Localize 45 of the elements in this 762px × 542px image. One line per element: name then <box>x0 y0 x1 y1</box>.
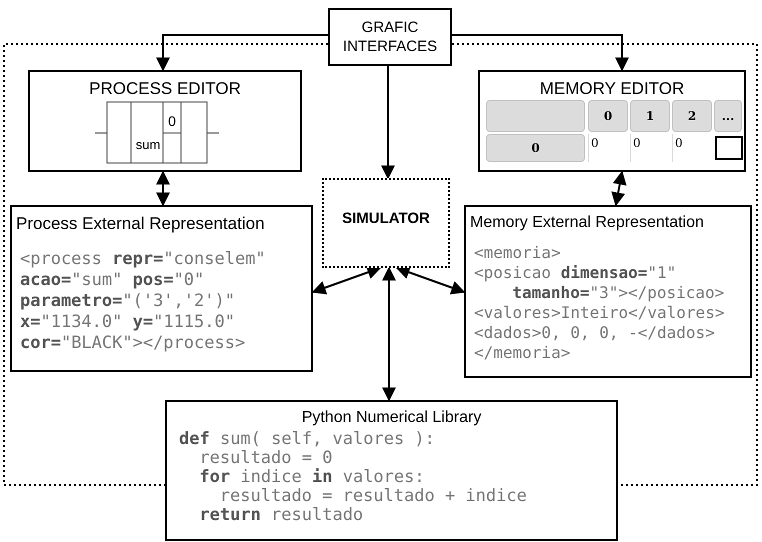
box-title: PROCESS EDITOR <box>88 78 242 100</box>
box-title: Process External Representation <box>15 213 266 235</box>
interface-box <box>328 8 452 66</box>
arrow <box>156 170 170 206</box>
code-line: return resultado <box>199 506 364 525</box>
box-title: Python Numerical Library <box>300 408 482 428</box>
process-value: 0 <box>167 114 177 131</box>
code-line: <memoria> <box>474 243 561 263</box>
arrow <box>312 266 382 294</box>
arrow <box>452 34 629 72</box>
box-title: MEMORY EDITOR <box>538 78 686 100</box>
column-header: 1 <box>630 100 670 132</box>
arrow <box>156 34 328 72</box>
representation-box <box>10 205 313 372</box>
column-header: ... <box>714 100 742 132</box>
code-line: x="1134.0" y="1115.0" <box>20 312 235 332</box>
arrow <box>396 266 466 294</box>
code-line: for indice in valores: <box>199 468 425 487</box>
dotted-connector <box>3 43 328 486</box>
library-box <box>165 400 618 541</box>
code-line: <valores>Inteiro</valores> <box>474 303 724 323</box>
arrow <box>382 266 396 402</box>
arrow <box>611 170 627 206</box>
dotted-connector <box>452 43 758 486</box>
process-label: sum <box>134 138 162 154</box>
code-line: tamanho="3"></posicao> <box>512 283 724 303</box>
code-line: parametro="('3','2')" <box>20 290 235 312</box>
column-header: 0 <box>588 100 628 132</box>
row-header: 0 <box>486 134 585 162</box>
code-line: acao="sum" pos="0" <box>20 270 204 290</box>
arrow <box>381 66 395 180</box>
code-line: def sum( self, valores ): <box>179 430 435 449</box>
code-line: resultado = resultado + indice <box>220 487 527 506</box>
box-title: GRAFIC INTERFACES <box>342 18 438 56</box>
simulator-box <box>322 178 450 268</box>
code-line: <process repr="conselem" <box>20 248 266 270</box>
code-line: </memoria> <box>474 343 570 363</box>
code-line: cor="BLACK"></process> <box>20 332 246 354</box>
representation-box <box>464 205 752 378</box>
box-title: Memory External Representation <box>469 213 705 233</box>
code-line: resultado = 0 <box>199 449 332 468</box>
box-title: SIMULATOR <box>341 209 431 229</box>
code-line: <posicao dimensao="1" <box>474 263 676 283</box>
column-header: 2 <box>672 100 712 132</box>
code-line: <dados>0, 0, 0, -</dados> <box>474 323 715 343</box>
